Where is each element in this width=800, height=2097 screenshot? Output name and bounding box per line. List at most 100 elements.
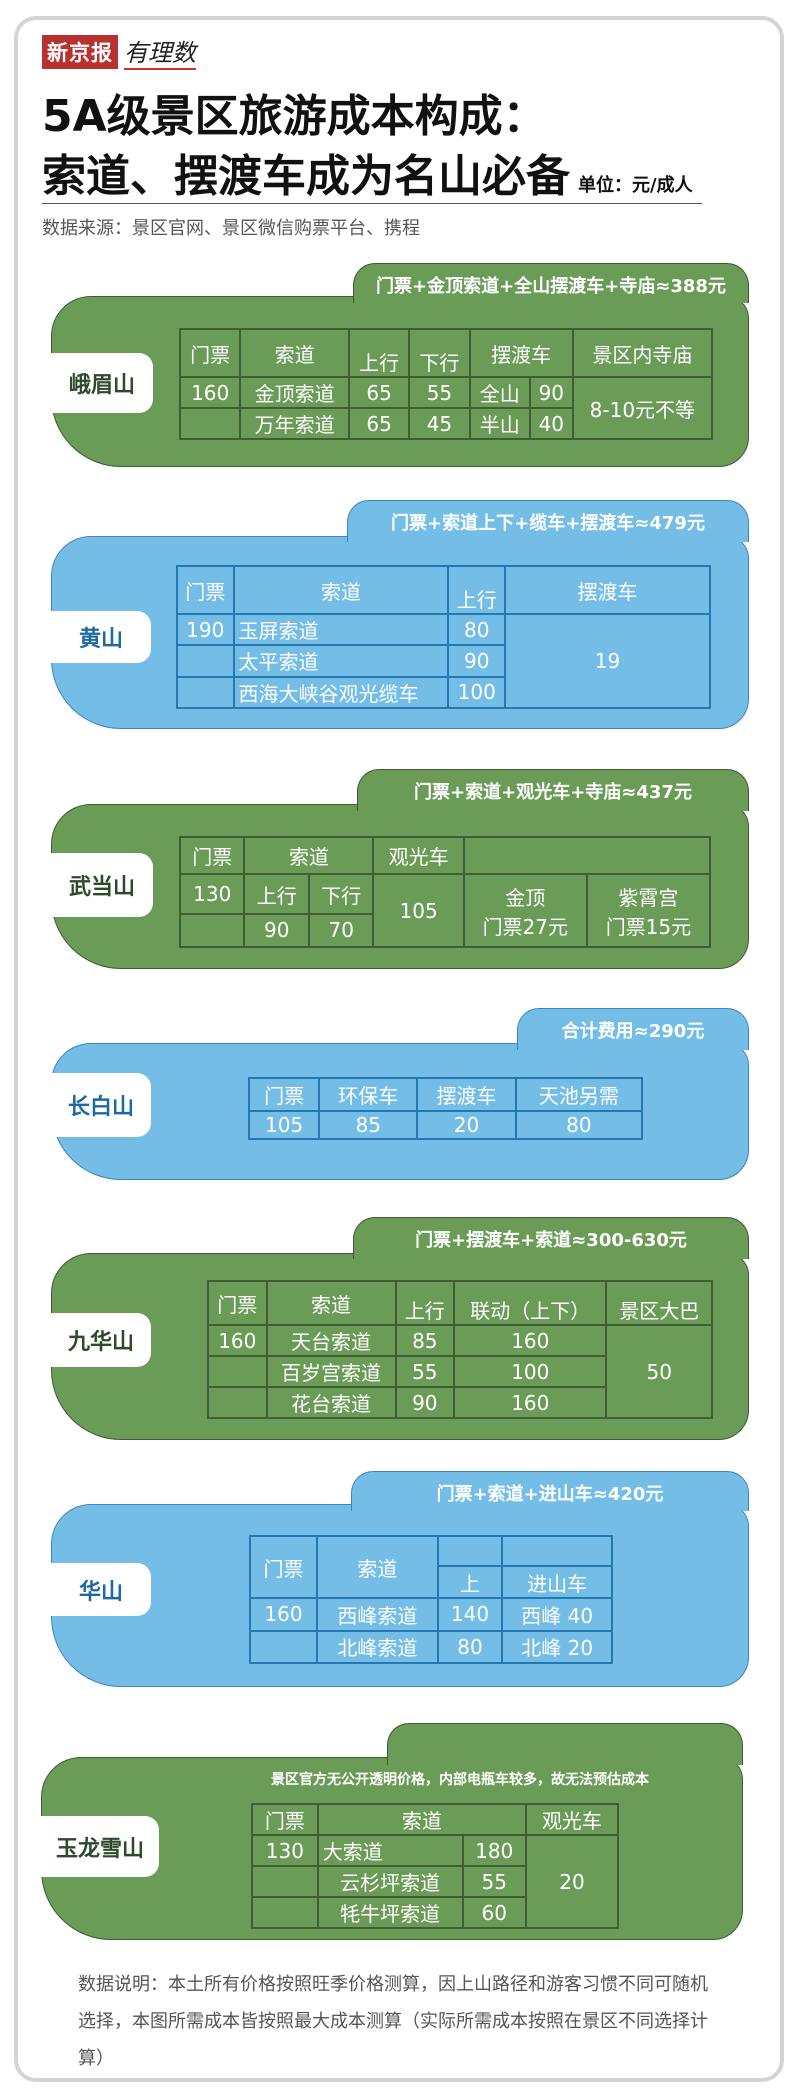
temple-name: 紫霄宫 bbox=[618, 885, 679, 910]
data-notes: 数据说明：本土所有价格按照旺季价格测算，因上山路径和游客习惯不同可随机选择，本图… bbox=[78, 1974, 708, 2069]
unit-label: 单位：元/成人 bbox=[578, 175, 693, 196]
cell: 西峰 40 bbox=[501, 1597, 613, 1632]
cell: 65 bbox=[347, 407, 411, 440]
column-logo: 有理数 bbox=[124, 33, 196, 70]
cell bbox=[176, 675, 235, 710]
total-cost: 合计费用≈290元 bbox=[517, 1008, 749, 1050]
cell: 大索道 bbox=[316, 1834, 464, 1867]
tab bbox=[387, 1723, 743, 1765]
cell: 80 bbox=[447, 612, 506, 647]
th: 上行 bbox=[394, 1280, 456, 1326]
scenic-name: 武当山 bbox=[51, 853, 153, 917]
cell: 北峰索道 bbox=[316, 1629, 439, 1665]
total-cost: 门票+索道上下+缆车+摆渡车≈479元 bbox=[347, 500, 749, 542]
cell: 160 bbox=[248, 1597, 319, 1632]
cell: 85 bbox=[318, 1110, 419, 1140]
cell: 19 bbox=[504, 613, 711, 709]
total-cost: 门票+摆渡车+索道≈300-630元 bbox=[353, 1217, 749, 1259]
th bbox=[462, 835, 712, 876]
cell: 西海大峡谷观光缆车 bbox=[232, 675, 450, 710]
cell: 云杉坪索道 bbox=[316, 1865, 464, 1898]
scenic-name: 玉龙雪山 bbox=[41, 1816, 159, 1877]
cell bbox=[207, 1355, 268, 1388]
cell: 190 bbox=[176, 612, 235, 647]
cell: 105 bbox=[247, 1110, 321, 1140]
cell: 90 bbox=[528, 376, 574, 409]
cell: 160 bbox=[453, 1324, 608, 1357]
brand-logo: 新京报 bbox=[42, 34, 118, 69]
cell: 8-10元不等 bbox=[571, 376, 714, 440]
cell bbox=[178, 912, 246, 949]
cell: 65 bbox=[347, 376, 411, 409]
scenic-name: 峨眉山 bbox=[51, 353, 153, 413]
cell: 玉屏索道 bbox=[232, 612, 450, 647]
cell: 180 bbox=[461, 1834, 527, 1867]
cell: 半山 bbox=[468, 407, 531, 440]
total-cost-note: 景区官方无公开透明价格，内部电瓶车较多，故无法预估成本 bbox=[271, 1772, 649, 1788]
cell: 85 bbox=[394, 1324, 456, 1357]
th: 摆渡车 bbox=[468, 328, 574, 378]
scenic-name: 华山 bbox=[51, 1563, 151, 1616]
cell: 40 bbox=[528, 407, 574, 440]
th: 景区大巴 bbox=[605, 1280, 713, 1326]
scenic-name: 长白山 bbox=[51, 1073, 151, 1137]
cell: 60 bbox=[461, 1896, 527, 1929]
scenic-name: 黄山 bbox=[51, 611, 151, 663]
th: 索道 bbox=[232, 565, 450, 615]
cell: 45 bbox=[408, 407, 471, 440]
cell: 90 bbox=[243, 912, 310, 949]
th: 上行 bbox=[347, 328, 411, 378]
cell: 105 bbox=[372, 873, 465, 948]
scenic-name: 九华山 bbox=[51, 1313, 151, 1367]
total-cost: 门票+索道+进山车≈420元 bbox=[351, 1471, 749, 1511]
cell bbox=[248, 1629, 319, 1665]
cell: 西峰索道 bbox=[316, 1597, 439, 1632]
cell: 天台索道 bbox=[265, 1324, 397, 1357]
cell: 55 bbox=[408, 376, 471, 409]
cell: 160 bbox=[453, 1386, 608, 1419]
cell: 55 bbox=[461, 1865, 527, 1898]
cell: 50 bbox=[605, 1324, 713, 1419]
th bbox=[501, 1535, 613, 1567]
divider bbox=[42, 203, 702, 204]
th: 索道 bbox=[239, 328, 350, 378]
th: 摆渡车 bbox=[416, 1076, 517, 1113]
cell: 100 bbox=[447, 675, 506, 710]
cell: 紫霄宫门票15元 bbox=[585, 873, 712, 948]
cell: 130 bbox=[251, 1834, 319, 1867]
cell: 花台索道 bbox=[265, 1386, 397, 1419]
cell: 80 bbox=[436, 1629, 504, 1665]
cell: 上行 bbox=[243, 873, 310, 915]
th: 门票 bbox=[178, 835, 246, 876]
total-cost: 门票+金顶索道+全山摆渡车+寺庙≈388元 bbox=[353, 263, 749, 303]
cell: 55 bbox=[394, 1355, 456, 1388]
temple-price: 门票27元 bbox=[482, 914, 569, 939]
cell bbox=[207, 1386, 268, 1419]
th bbox=[436, 1535, 504, 1567]
th: 天池另需 bbox=[514, 1076, 644, 1113]
th: 索道 bbox=[243, 835, 375, 876]
th: 索道 bbox=[316, 1803, 527, 1836]
th: 上 bbox=[436, 1564, 504, 1600]
th: 观光车 bbox=[524, 1803, 620, 1836]
cell bbox=[176, 644, 235, 678]
th: 门票 bbox=[178, 328, 242, 378]
cell: 160 bbox=[207, 1324, 268, 1357]
th: 门票 bbox=[251, 1803, 319, 1836]
cell: 金顶索道 bbox=[239, 376, 350, 409]
temple-name: 金顶 bbox=[505, 885, 546, 910]
title-line-1: 5A级景区旅游成本构成： bbox=[42, 91, 547, 142]
card-emei: 门票+金顶索道+全山摆渡车+寺庙≈388元 峨眉山 门票索道上行下行摆渡车景区内… bbox=[51, 263, 749, 467]
card-jiuhua: 门票+摆渡车+索道≈300-630元 九华山 门票索道上行联动（上下）景区大巴 … bbox=[51, 1217, 749, 1440]
cell: 90 bbox=[447, 644, 506, 678]
th: 上行 bbox=[447, 565, 506, 615]
data-source: 数据来源：景区官网、景区微信购票平台、携程 bbox=[42, 218, 420, 239]
total-cost: 门票+索道+观光车+寺庙≈437元 bbox=[357, 769, 749, 811]
th: 索道 bbox=[316, 1534, 439, 1600]
